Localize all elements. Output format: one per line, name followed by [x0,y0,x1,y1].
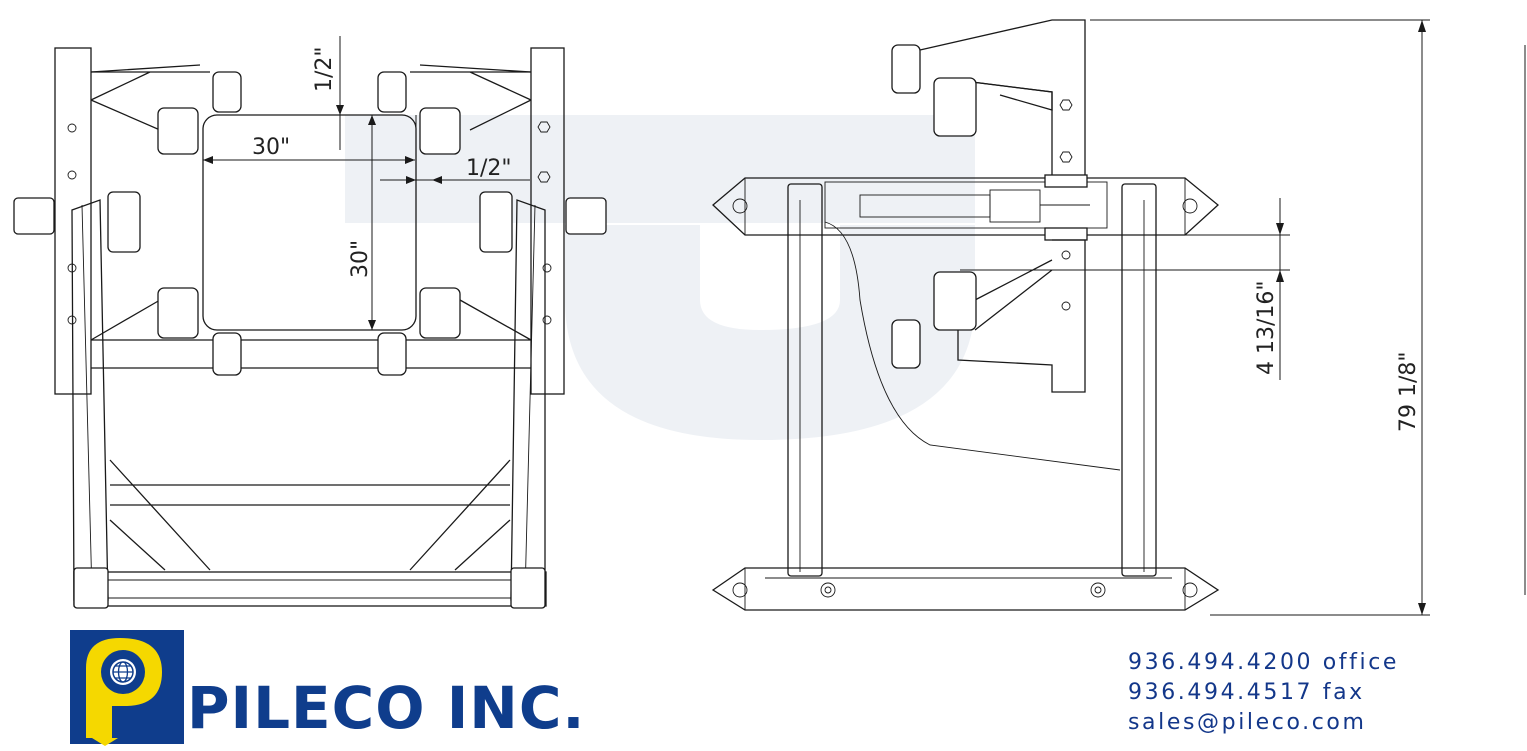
front-view [13,47,607,609]
dim-side-gap: 1/2" [466,156,512,181]
company-logo: PILECO INC. [70,628,584,746]
side-view [711,19,1220,611]
dim-overall-height: 79 1/8" [1396,351,1421,432]
dim-offset: 4 13/16" [1254,280,1279,375]
globe-icon [110,659,136,685]
company-name: PILECO INC. [187,674,586,742]
logo-mark [70,630,184,746]
dim-top-gap: 1/2" [312,46,337,92]
dimensions-side [960,19,1526,616]
phone-fax: 936.494.4517 fax [1128,680,1365,705]
hex-bolt-icon [67,121,552,325]
dim-width: 30" [252,135,290,160]
phone-office: 936.494.4200 office [1128,650,1400,675]
contact-info: 936.494.4200 office 936.494.4517 fax sal… [1128,648,1428,738]
email-address[interactable]: sales@pileco.com [1128,710,1367,735]
dimensions-front [203,36,530,330]
dim-height: 30" [348,240,373,278]
watermark [345,115,975,440]
